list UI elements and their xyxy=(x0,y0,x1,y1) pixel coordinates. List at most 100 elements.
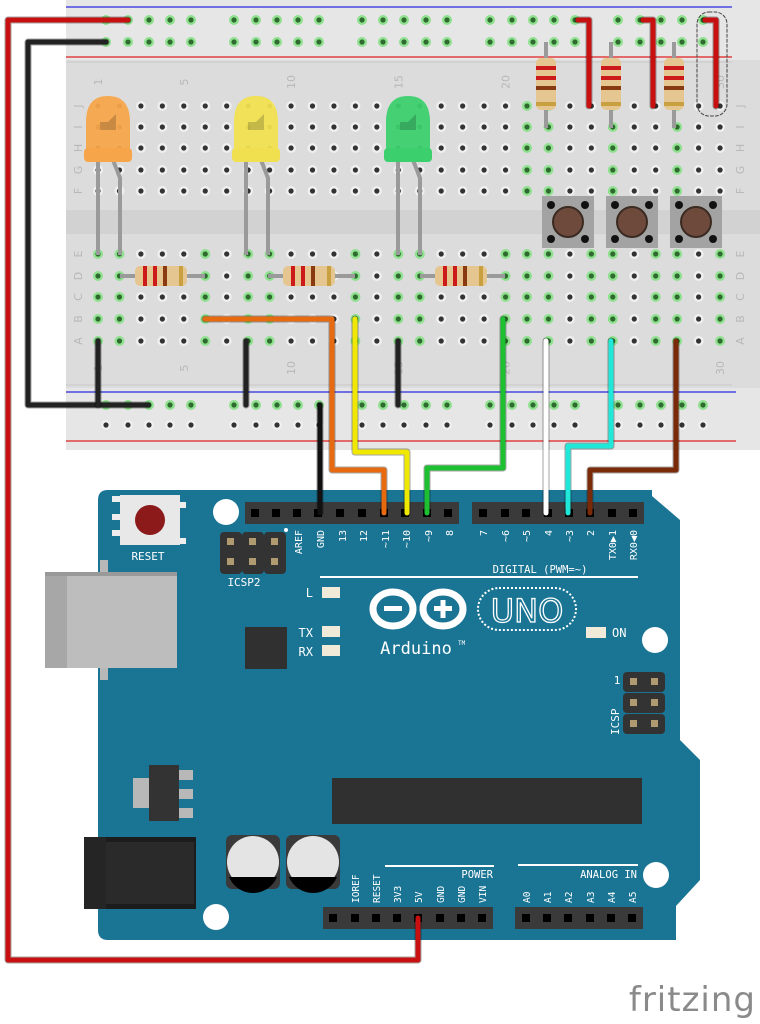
breadboard-hole-center xyxy=(653,167,659,173)
breadboard-hole-center xyxy=(717,273,723,279)
breadboard-hole-center xyxy=(567,145,573,151)
resistor-band xyxy=(311,266,315,286)
pushbutton-screw xyxy=(675,201,683,209)
breadboard-hole-center xyxy=(481,167,487,173)
pushbutton[interactable] xyxy=(670,196,722,248)
analog-pin-label: A0 xyxy=(522,891,533,903)
rail-hole-center xyxy=(658,39,664,45)
rail-hole-center xyxy=(146,39,152,45)
breadboard-hole-center xyxy=(717,167,723,173)
led-legs xyxy=(96,159,422,255)
breadboard-hole-center xyxy=(460,124,466,130)
breadboard-hole-center xyxy=(588,124,594,130)
breadboard-hole-center xyxy=(481,294,487,300)
breadboard-hole-center xyxy=(696,188,702,194)
rail-hole-center xyxy=(274,17,280,23)
wire-pin3-cyan[interactable] xyxy=(565,338,614,516)
led-green xyxy=(384,96,432,162)
breadboard-hole-center xyxy=(567,188,573,194)
breadboard-hole-center xyxy=(309,145,316,151)
pushbutton[interactable] xyxy=(542,196,594,248)
breadboard-hole-center xyxy=(502,145,509,151)
header-socket xyxy=(358,509,366,517)
breadboard-hole-center xyxy=(309,103,316,109)
wire-pin11-orange[interactable] xyxy=(202,316,387,516)
wire-pullup-red-1[interactable] xyxy=(575,17,592,109)
column-number-label: 10 xyxy=(285,75,298,89)
led-die xyxy=(100,114,116,130)
rail-hole-center xyxy=(359,17,365,23)
reset-button-cap[interactable] xyxy=(135,505,165,535)
wire-pin10-yellow[interactable] xyxy=(352,316,410,516)
wire-rail-ground-black[interactable] xyxy=(25,39,151,408)
resistor-band xyxy=(664,86,684,90)
breadboard-hole-center xyxy=(181,188,187,194)
breadboard-hole-center xyxy=(502,124,509,130)
pushbutton-screw xyxy=(709,201,717,209)
digital-pin-label: ~11 xyxy=(381,530,392,548)
digital-pin-label: 4 xyxy=(544,530,555,536)
breadboard-hole-center xyxy=(696,294,702,300)
rail-hole-center xyxy=(637,39,643,45)
breadboard-hole-center xyxy=(309,167,316,173)
breadboard-hole-center xyxy=(460,188,466,194)
breadboard-hole-center xyxy=(696,167,702,173)
breadboard-hole-center xyxy=(331,145,337,151)
tx-led-label: TX xyxy=(299,626,314,640)
header-socket xyxy=(436,914,444,922)
breadboard-hole-center xyxy=(288,251,294,257)
pushbutton-screw xyxy=(581,201,589,209)
breadboard-hole-center xyxy=(288,145,294,151)
breadboard-hole-center xyxy=(588,338,594,344)
rail-hole-center xyxy=(423,402,429,408)
breadboard-hole-center xyxy=(159,103,165,109)
rail-hole-center xyxy=(530,17,536,23)
rail-hole-center xyxy=(316,39,322,45)
pushbutton[interactable] xyxy=(606,196,658,248)
rail-hole-center xyxy=(231,422,237,428)
breadboard-hole-center xyxy=(524,273,530,279)
digital-label: DIGITAL (PWM=~) xyxy=(493,564,588,576)
rail-hole-center xyxy=(615,402,621,408)
usb-chip xyxy=(245,627,287,669)
breadboard-hole-center xyxy=(267,167,273,173)
breadboard-hole-center xyxy=(717,294,723,300)
breadboard-hole-center xyxy=(567,338,573,344)
digital-pin-label: 7 xyxy=(479,530,490,536)
wire-pin9-green[interactable] xyxy=(424,316,506,516)
row-label: D xyxy=(734,272,747,280)
breadboard-hole-center xyxy=(352,124,358,130)
pushbutton-screw xyxy=(581,235,589,243)
resistor xyxy=(601,58,621,110)
breadboard-hole-center xyxy=(202,124,208,130)
wire-pullup-red-2[interactable] xyxy=(640,17,656,109)
wire-pin2-brown[interactable] xyxy=(587,338,679,516)
arduino-logo-icon xyxy=(369,588,467,630)
row-label: J xyxy=(72,104,85,108)
breadboard-hole-center xyxy=(202,167,208,173)
reset-button[interactable] xyxy=(112,495,186,545)
breadboard-hole-center xyxy=(224,167,230,173)
rail-hole-center xyxy=(167,402,173,408)
wire-5v-red[interactable] xyxy=(5,17,421,963)
breadboard-hole-center xyxy=(717,145,723,151)
header-socket xyxy=(564,914,572,922)
pushbutton-cap[interactable] xyxy=(552,206,584,238)
breadboard-hole-center xyxy=(138,294,144,300)
resistor-band xyxy=(536,102,556,106)
resistor-band xyxy=(143,266,147,286)
breadboard-hole-center xyxy=(159,316,165,322)
breadboard-hole-center xyxy=(331,188,337,194)
pushbutton-cap[interactable] xyxy=(680,206,712,238)
rail-hole-center xyxy=(401,39,407,45)
rail-hole-center xyxy=(658,402,664,408)
header-socket xyxy=(372,914,380,922)
breadboard-hole-center xyxy=(545,316,552,322)
resistor-band xyxy=(153,266,157,286)
breadboard-hole-center xyxy=(610,294,616,300)
wire-pullup-red-3[interactable] xyxy=(702,17,719,109)
breadboard-hole-center xyxy=(352,294,358,300)
breadboard-hole-center xyxy=(374,167,380,173)
resistor-body xyxy=(601,58,621,110)
pushbutton-cap[interactable] xyxy=(616,206,648,238)
